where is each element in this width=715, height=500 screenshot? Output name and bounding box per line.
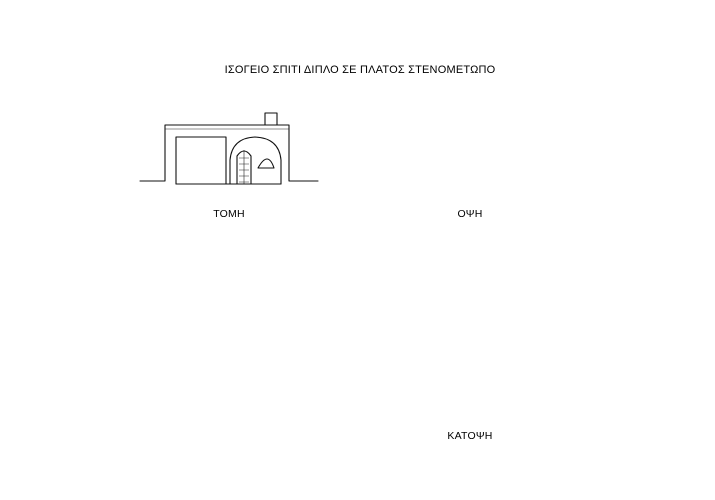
section-drawing (139, 112, 319, 185)
sheet-title: ΙΣΟΓΕΙΟ ΣΠΙΤΙ ΔΙΠΛΟ ΣΕ ΠΛΑΤΟΣ ΣΤΕΝΟΜΕΤΩΠ… (224, 64, 496, 76)
section-label: ΤΟΜΗ (213, 208, 245, 220)
elevation-label: ΟΨΗ (457, 208, 483, 220)
plan-label: ΚΑΤΟΨΗ (447, 430, 493, 442)
